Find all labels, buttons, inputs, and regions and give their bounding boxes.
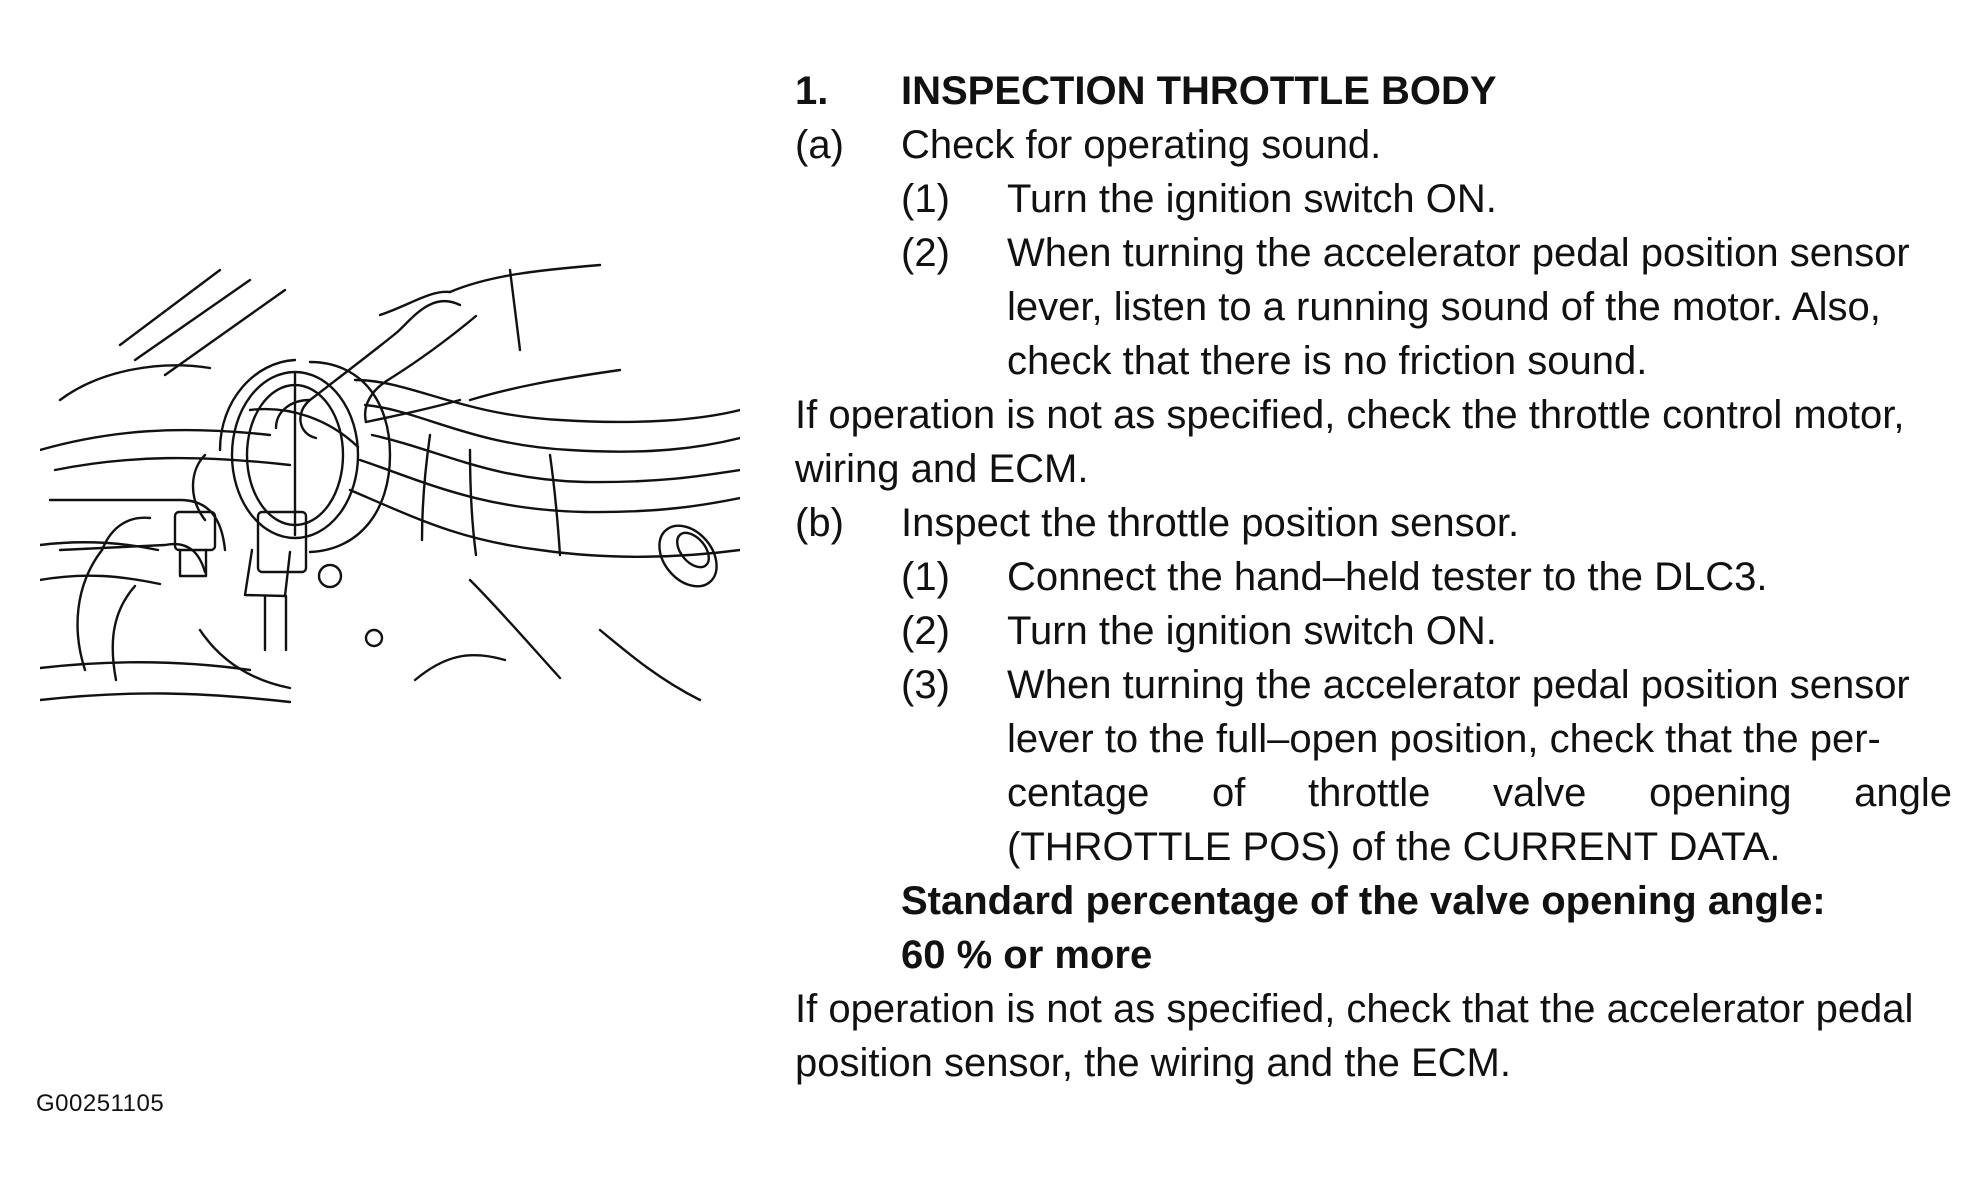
section-heading: 1. INSPECTION THROTTLE BODY bbox=[795, 64, 1960, 118]
step-a-text: Check for operating sound. bbox=[901, 123, 1382, 167]
step-a-item-2-line-3: check that there is no friction sound. bbox=[1007, 339, 1648, 383]
step-b-item-3-text: When turning the accelerator pedal posit… bbox=[1007, 658, 1952, 874]
step-b-item-3-line-2: lever to the full–open position, check t… bbox=[1007, 717, 1881, 761]
step-a-result: If operation is not as specified, check … bbox=[795, 388, 1960, 496]
step-b-item-1-text: Connect the hand–held tester to the DLC3… bbox=[1007, 555, 1768, 599]
step-a: (a) Check for operating sound. bbox=[795, 118, 1960, 172]
throttle-body-illustration bbox=[40, 250, 740, 710]
step-b-result-line-1: If operation is not as specified, check … bbox=[795, 987, 1914, 1031]
step-b-item-2-text: Turn the ignition switch ON. bbox=[1007, 609, 1497, 653]
step-a-item-2: (2) When turning the accelerator pedal p… bbox=[901, 226, 1960, 388]
step-b-item-2: (2) Turn the ignition switch ON. bbox=[901, 604, 1960, 658]
step-b-item-3: (3) When turning the accelerator pedal p… bbox=[901, 658, 1960, 874]
step-a-item-1-label: (1) bbox=[901, 177, 950, 221]
step-a-item-2-label: (2) bbox=[901, 231, 950, 275]
step-a-item-1-text: Turn the ignition switch ON. bbox=[1007, 177, 1497, 221]
step-b-item-2-label: (2) bbox=[901, 609, 950, 653]
step-b-item-3-line-4: (THROTTLE POS) of the CURRENT DATA. bbox=[1007, 825, 1781, 869]
throttle-body-line-drawing bbox=[40, 263, 740, 704]
step-b: (b) Inspect the throttle position sensor. bbox=[795, 496, 1960, 550]
step-a-item-1: (1) Turn the ignition switch ON. bbox=[901, 172, 1960, 226]
step-a-result-line-2: wiring and ECM. bbox=[795, 447, 1089, 491]
step-a-item-2-line-2: lever, listen to a running sound of the … bbox=[1007, 285, 1881, 329]
standard-value: 60 % or more bbox=[901, 933, 1153, 977]
step-b-item-1-label: (1) bbox=[901, 555, 950, 599]
step-b-item-1: (1) Connect the hand–held tester to the … bbox=[901, 550, 1960, 604]
step-b-item-3-line-1: When turning the accelerator pedal posit… bbox=[1007, 663, 1910, 707]
step-b-result: If operation is not as specified, check … bbox=[795, 982, 1960, 1090]
step-a-item-2-line-1: When turning the accelerator pedal posit… bbox=[1007, 231, 1910, 275]
section-number: 1. bbox=[795, 69, 829, 113]
step-b-text: Inspect the throttle position sensor. bbox=[901, 501, 1520, 545]
step-b-item-3-line-3: centage of throttle valve opening angle bbox=[1007, 771, 1952, 815]
section-title: INSPECTION THROTTLE BODY bbox=[901, 69, 1497, 113]
step-a-label: (a) bbox=[795, 123, 844, 167]
step-b-item-3-label: (3) bbox=[901, 663, 950, 707]
step-b-result-line-2: position sensor, the wiring and the ECM. bbox=[795, 1041, 1511, 1085]
figure-code: G00251105 bbox=[36, 1090, 165, 1117]
step-a-result-line-1: If operation is not as specified, check … bbox=[795, 393, 1905, 437]
inspection-text: 1. INSPECTION THROTTLE BODY (a) Check for … bbox=[795, 64, 1960, 1090]
step-a-item-2-text: When turning the accelerator pedal posit… bbox=[1007, 226, 1952, 388]
standard-label: Standard percentage of the valve opening… bbox=[901, 879, 1826, 923]
step-b-label: (b) bbox=[795, 501, 844, 545]
